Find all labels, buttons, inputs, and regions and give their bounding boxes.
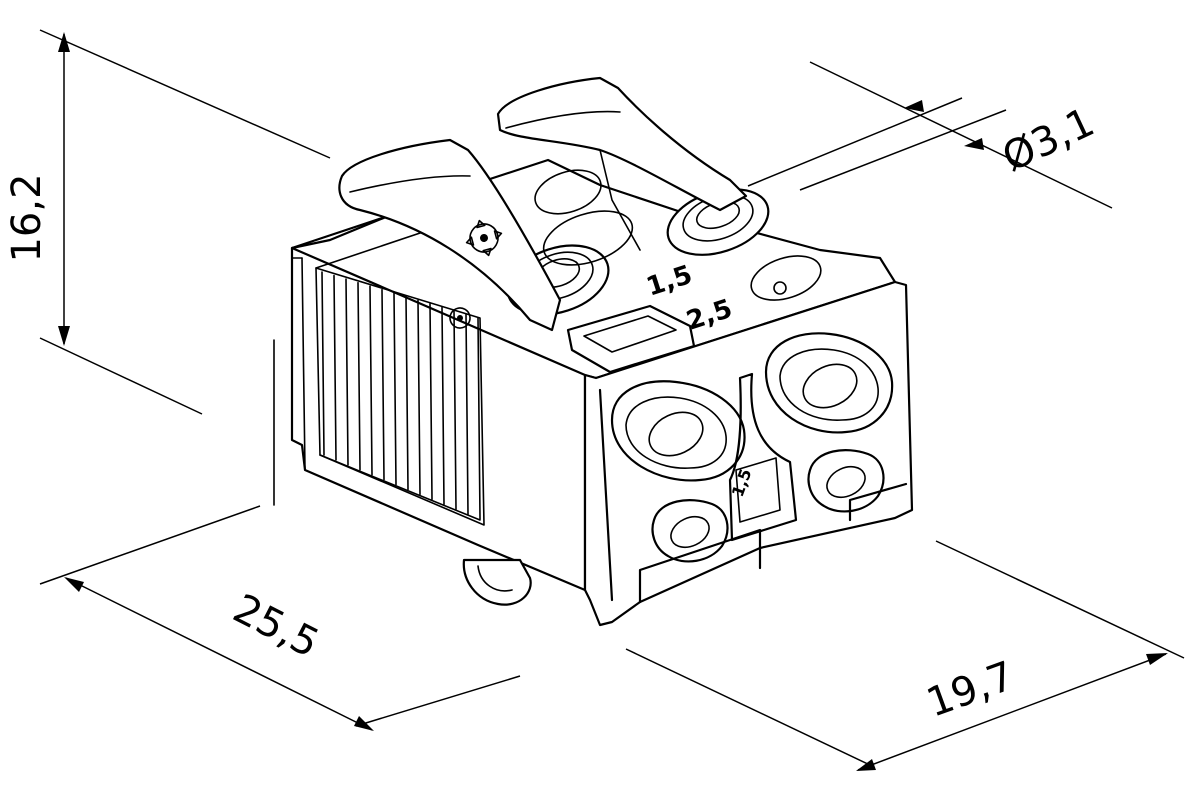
- side-rib: [453, 310, 457, 510]
- side-rib: [357, 281, 361, 471]
- side-ribs: [273, 227, 485, 526]
- side-rib: [405, 295, 409, 491]
- dimension-width-label: 19,7: [921, 653, 1020, 727]
- side-rib: [393, 292, 397, 486]
- front-wire-openings: [598, 332, 908, 604]
- side-rib: [441, 306, 445, 506]
- side-rib: [465, 313, 469, 515]
- connector-body: [290, 158, 914, 627]
- dimension-height: 16,2: [4, 29, 331, 415]
- side-rib: [333, 274, 337, 461]
- approval-symbol-side-icon: [449, 307, 471, 329]
- side-rib: [321, 271, 325, 456]
- side-rib: [381, 288, 385, 481]
- actuating-levers: [338, 76, 748, 332]
- dimension-width: 19,7: [625, 540, 1185, 771]
- dimension-diameter: Ø3,1: [747, 61, 1113, 209]
- approval-symbol-icon: [465, 219, 503, 257]
- dimension-length-label: 25,5: [226, 586, 326, 667]
- side-rib: [429, 303, 433, 501]
- side-rib: [345, 278, 349, 466]
- dimension-diameter-label: Ø3,1: [996, 99, 1102, 181]
- side-rib: [477, 317, 481, 520]
- side-rib: [369, 285, 373, 476]
- dimension-length: 25,5: [39, 505, 521, 731]
- mounting-screw: [462, 558, 532, 606]
- side-rib: [417, 299, 421, 496]
- dimension-height-label: 16,2: [4, 173, 50, 262]
